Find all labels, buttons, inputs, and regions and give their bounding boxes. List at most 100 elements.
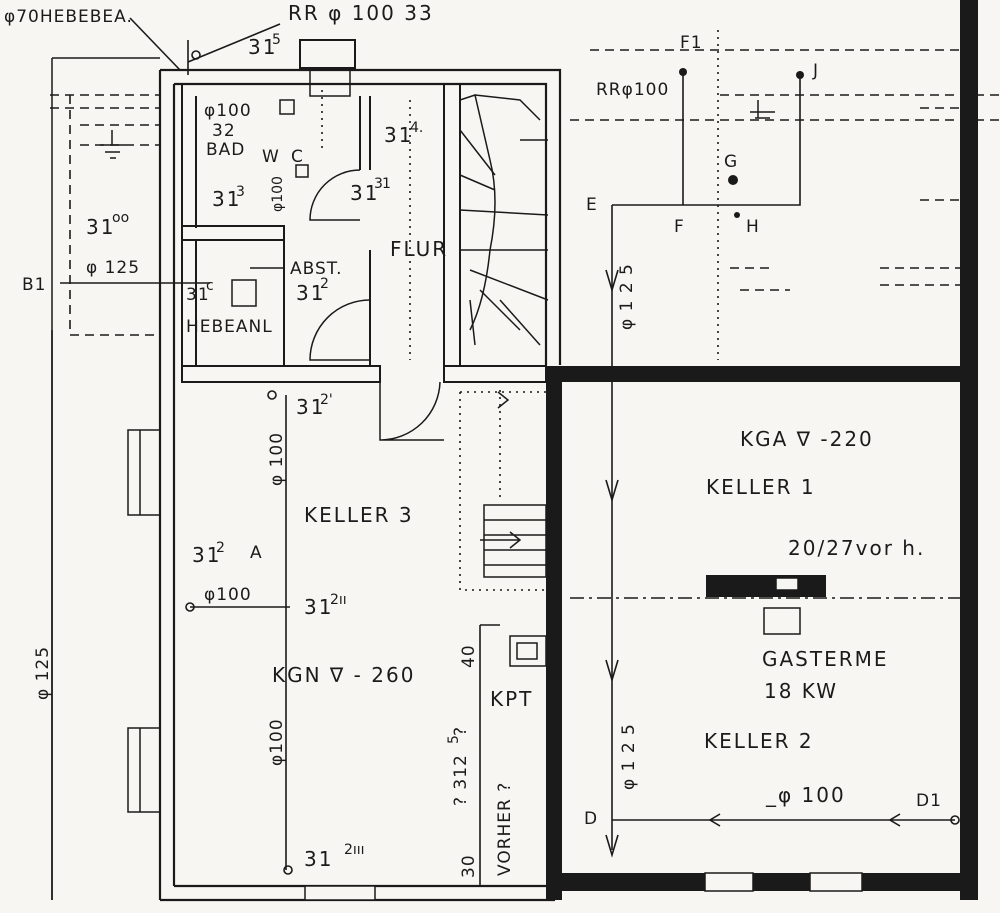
dashdot-lines xyxy=(570,379,960,599)
node-g xyxy=(728,175,738,185)
wall-flur-west xyxy=(283,96,371,366)
node-h xyxy=(734,212,740,218)
west-wall xyxy=(158,70,176,900)
label-flur: FLUR xyxy=(390,237,448,261)
label-vorher: VORHER ? xyxy=(495,782,515,876)
pipe-top-diag xyxy=(187,23,281,63)
label-3100-sup: oo xyxy=(112,210,129,226)
label-3121-sup: 2' xyxy=(320,392,333,408)
label-phi100-k3c: φ100 xyxy=(267,718,287,766)
window-west-1 xyxy=(127,429,161,516)
stair-handrail xyxy=(469,159,496,331)
guide-lines xyxy=(50,30,1000,900)
wall-keller3-north xyxy=(181,365,381,383)
label-phi100-vert-bad: φ100 xyxy=(270,176,286,212)
door-flur-hebe xyxy=(309,299,371,361)
door-flur-keller3 xyxy=(379,381,444,441)
label-312iii: 31 xyxy=(304,847,333,871)
thick-wall-north xyxy=(546,366,966,382)
label-phi100-k3b: φ100 xyxy=(204,585,252,605)
wall-stair-west xyxy=(443,84,461,366)
partition-opening xyxy=(775,577,799,591)
label-phi125-left: φ 125 xyxy=(86,258,140,278)
labels: φ70HEBEBEA. RR φ 100 33 31 5 F 1 J RRφ100… xyxy=(4,1,942,878)
label-kw: 18 KW xyxy=(764,679,838,703)
chimney-shaft xyxy=(309,67,351,97)
label-312a-sup: 2 xyxy=(216,540,225,556)
label-h: H xyxy=(746,217,760,237)
node-j xyxy=(796,71,804,79)
label-3100: 31 xyxy=(86,215,115,239)
label-312iii-sup: 2ııı xyxy=(344,842,365,858)
wall-stair-south xyxy=(443,365,547,383)
pipe-leader-hebe xyxy=(129,17,181,71)
bad-fixture xyxy=(279,99,295,115)
label-c: C xyxy=(291,147,304,167)
label-d1: D1 xyxy=(916,791,942,811)
label-d: D xyxy=(584,809,598,829)
dotted-vertical xyxy=(321,30,719,360)
label-313b: 31 xyxy=(350,181,379,205)
label-313b-sup: 3 xyxy=(374,176,383,192)
node-d1 xyxy=(950,815,960,825)
label-32: 32 xyxy=(212,121,236,141)
kpt-box xyxy=(509,635,547,667)
dim-line-vorher xyxy=(479,624,500,885)
label-wall-note: 20/27vor h. xyxy=(788,536,925,560)
label-312a: 31 xyxy=(192,543,221,567)
label-bad: BAD xyxy=(206,140,245,160)
node-312iii xyxy=(283,865,293,875)
pipe-node-top xyxy=(191,50,201,60)
label-g: G xyxy=(724,152,738,172)
label-31c: 31 xyxy=(186,285,210,305)
label-dim30: 30 xyxy=(459,854,479,878)
label-kpt: KPT xyxy=(490,687,533,711)
left-annex-outline xyxy=(51,57,160,900)
label-312ii: 31 xyxy=(304,595,333,619)
chimney xyxy=(299,39,356,69)
wc-symbol xyxy=(295,164,309,178)
label-keller1: KELLER 1 xyxy=(706,475,816,499)
stair-steps xyxy=(459,94,549,346)
node-f1 xyxy=(679,68,687,76)
pipe-e-j xyxy=(612,78,801,206)
label-313a: 31 xyxy=(212,187,241,211)
label-315: 31 xyxy=(248,35,277,59)
label-j: J xyxy=(812,61,819,81)
node-3121 xyxy=(267,390,277,400)
label-b1: B1 xyxy=(22,275,46,295)
ground-symbol-right xyxy=(750,100,775,119)
pipes xyxy=(51,17,960,900)
label-phi125-far-left: φ 125 xyxy=(33,646,53,700)
label-314: 31 xyxy=(384,123,413,147)
partition-wall xyxy=(706,575,826,597)
hebeanl-box xyxy=(231,279,257,307)
window-south-2 xyxy=(809,872,863,892)
doors xyxy=(309,169,444,441)
stair-dotted-area xyxy=(459,391,548,591)
thick-wall-south xyxy=(555,873,975,891)
label-phi100-bottom: _φ 100 xyxy=(765,783,846,807)
label-313a-sup: 3 xyxy=(236,184,245,200)
label-rr-top: RR φ 100 33 xyxy=(288,1,434,25)
thick-wall-east xyxy=(546,366,562,900)
label-3125: ? 312 xyxy=(451,754,471,806)
label-hebe-top: φ70HEBEBEA. xyxy=(4,7,133,27)
label-f: F xyxy=(674,217,685,237)
label-rr100: RRφ100 xyxy=(596,80,669,100)
label-313b-sub: 1 xyxy=(382,176,391,192)
label-3125-suffix: ? xyxy=(451,726,471,736)
label-phi100-bad: φ100 xyxy=(204,101,252,121)
staircase xyxy=(459,94,549,578)
window-south-1 xyxy=(704,872,754,892)
label-keller2: KELLER 2 xyxy=(704,729,814,753)
left-annex-dashed xyxy=(50,94,160,336)
right-top-dashed xyxy=(570,49,1000,121)
ground-symbol xyxy=(100,130,125,159)
label-312: 31 xyxy=(296,281,325,305)
gasterme-box xyxy=(763,607,801,635)
walls xyxy=(127,0,978,902)
thick-wall-far-east xyxy=(960,0,978,900)
label-3125-sup: 5 xyxy=(446,735,462,744)
